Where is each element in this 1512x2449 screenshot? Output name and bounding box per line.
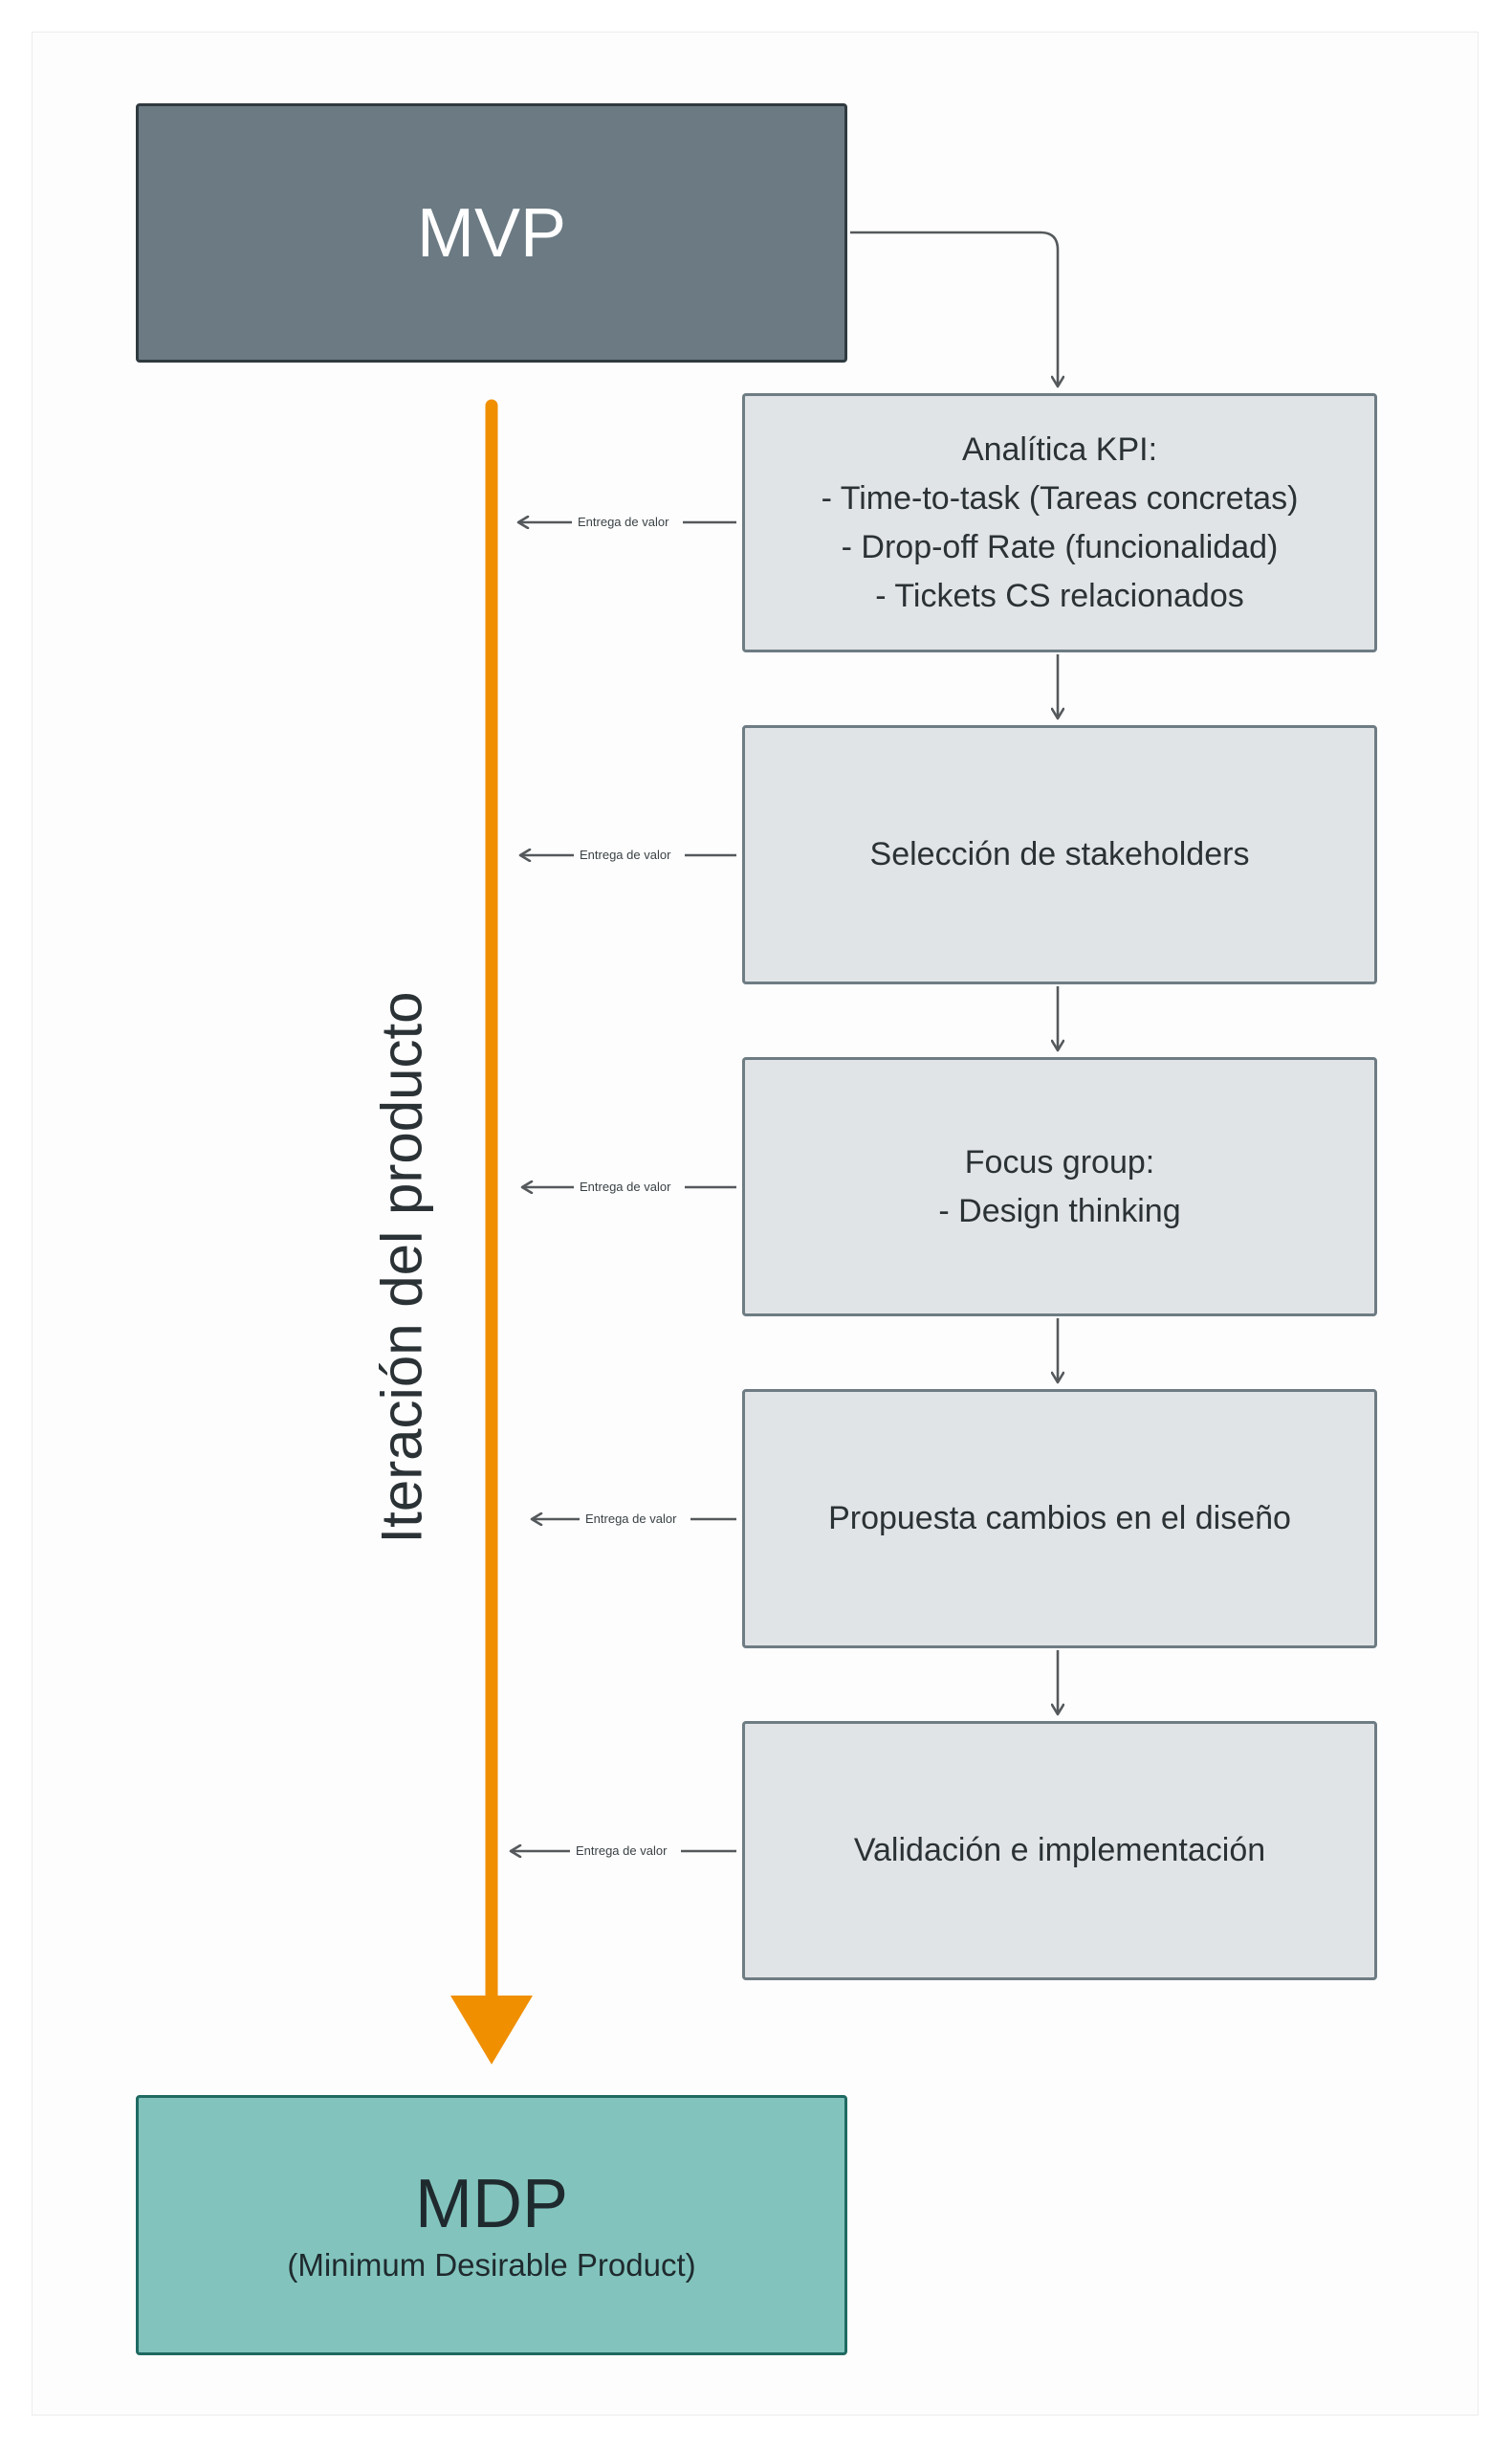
delivery-label: Entrega de valor xyxy=(580,848,671,862)
iteration-arrow-head xyxy=(450,1996,533,2064)
step-line: Focus group: xyxy=(964,1143,1155,1180)
step-validation: Validación e implementación xyxy=(742,1721,1377,1980)
step-line: - Tickets CS relacionados xyxy=(875,577,1244,614)
step-line: - Design thinking xyxy=(938,1192,1181,1229)
step-line: - Drop-off Rate (funcionalidad) xyxy=(841,528,1279,565)
step-kpi-analytics: Analítica KPI: - Time-to-task (Tareas co… xyxy=(742,393,1377,652)
step-line: Analítica KPI: xyxy=(961,430,1158,468)
step-stakeholder-selection: Selección de stakeholders xyxy=(742,725,1377,984)
delivery-label: Entrega de valor xyxy=(576,1843,668,1858)
mdp-label: MDP xyxy=(415,2166,568,2242)
mvp-to-kpi-connector xyxy=(850,231,1058,386)
step-line: Validación e implementación xyxy=(853,1832,1266,1868)
step-design-proposal: Propuesta cambios en el diseño xyxy=(742,1389,1377,1648)
mvp-box: MVP xyxy=(136,103,847,363)
mdp-sublabel: (Minimum Desirable Product) xyxy=(287,2247,696,2283)
step-focus-group: Focus group: - Design thinking xyxy=(742,1057,1377,1316)
iteration-label: Iteración del producto xyxy=(369,991,434,1544)
mdp-box: MDP (Minimum Desirable Product) xyxy=(136,2095,847,2355)
delivery-label: Entrega de valor xyxy=(578,515,669,529)
step-line: - Time-to-task (Tareas concretas) xyxy=(821,479,1299,517)
delivery-label: Entrega de valor xyxy=(585,1511,677,1526)
mvp-label: MVP xyxy=(416,194,567,272)
delivery-label: Entrega de valor xyxy=(580,1180,671,1194)
step-line: Propuesta cambios en el diseño xyxy=(828,1500,1291,1536)
step-line: Selección de stakeholders xyxy=(869,836,1250,872)
